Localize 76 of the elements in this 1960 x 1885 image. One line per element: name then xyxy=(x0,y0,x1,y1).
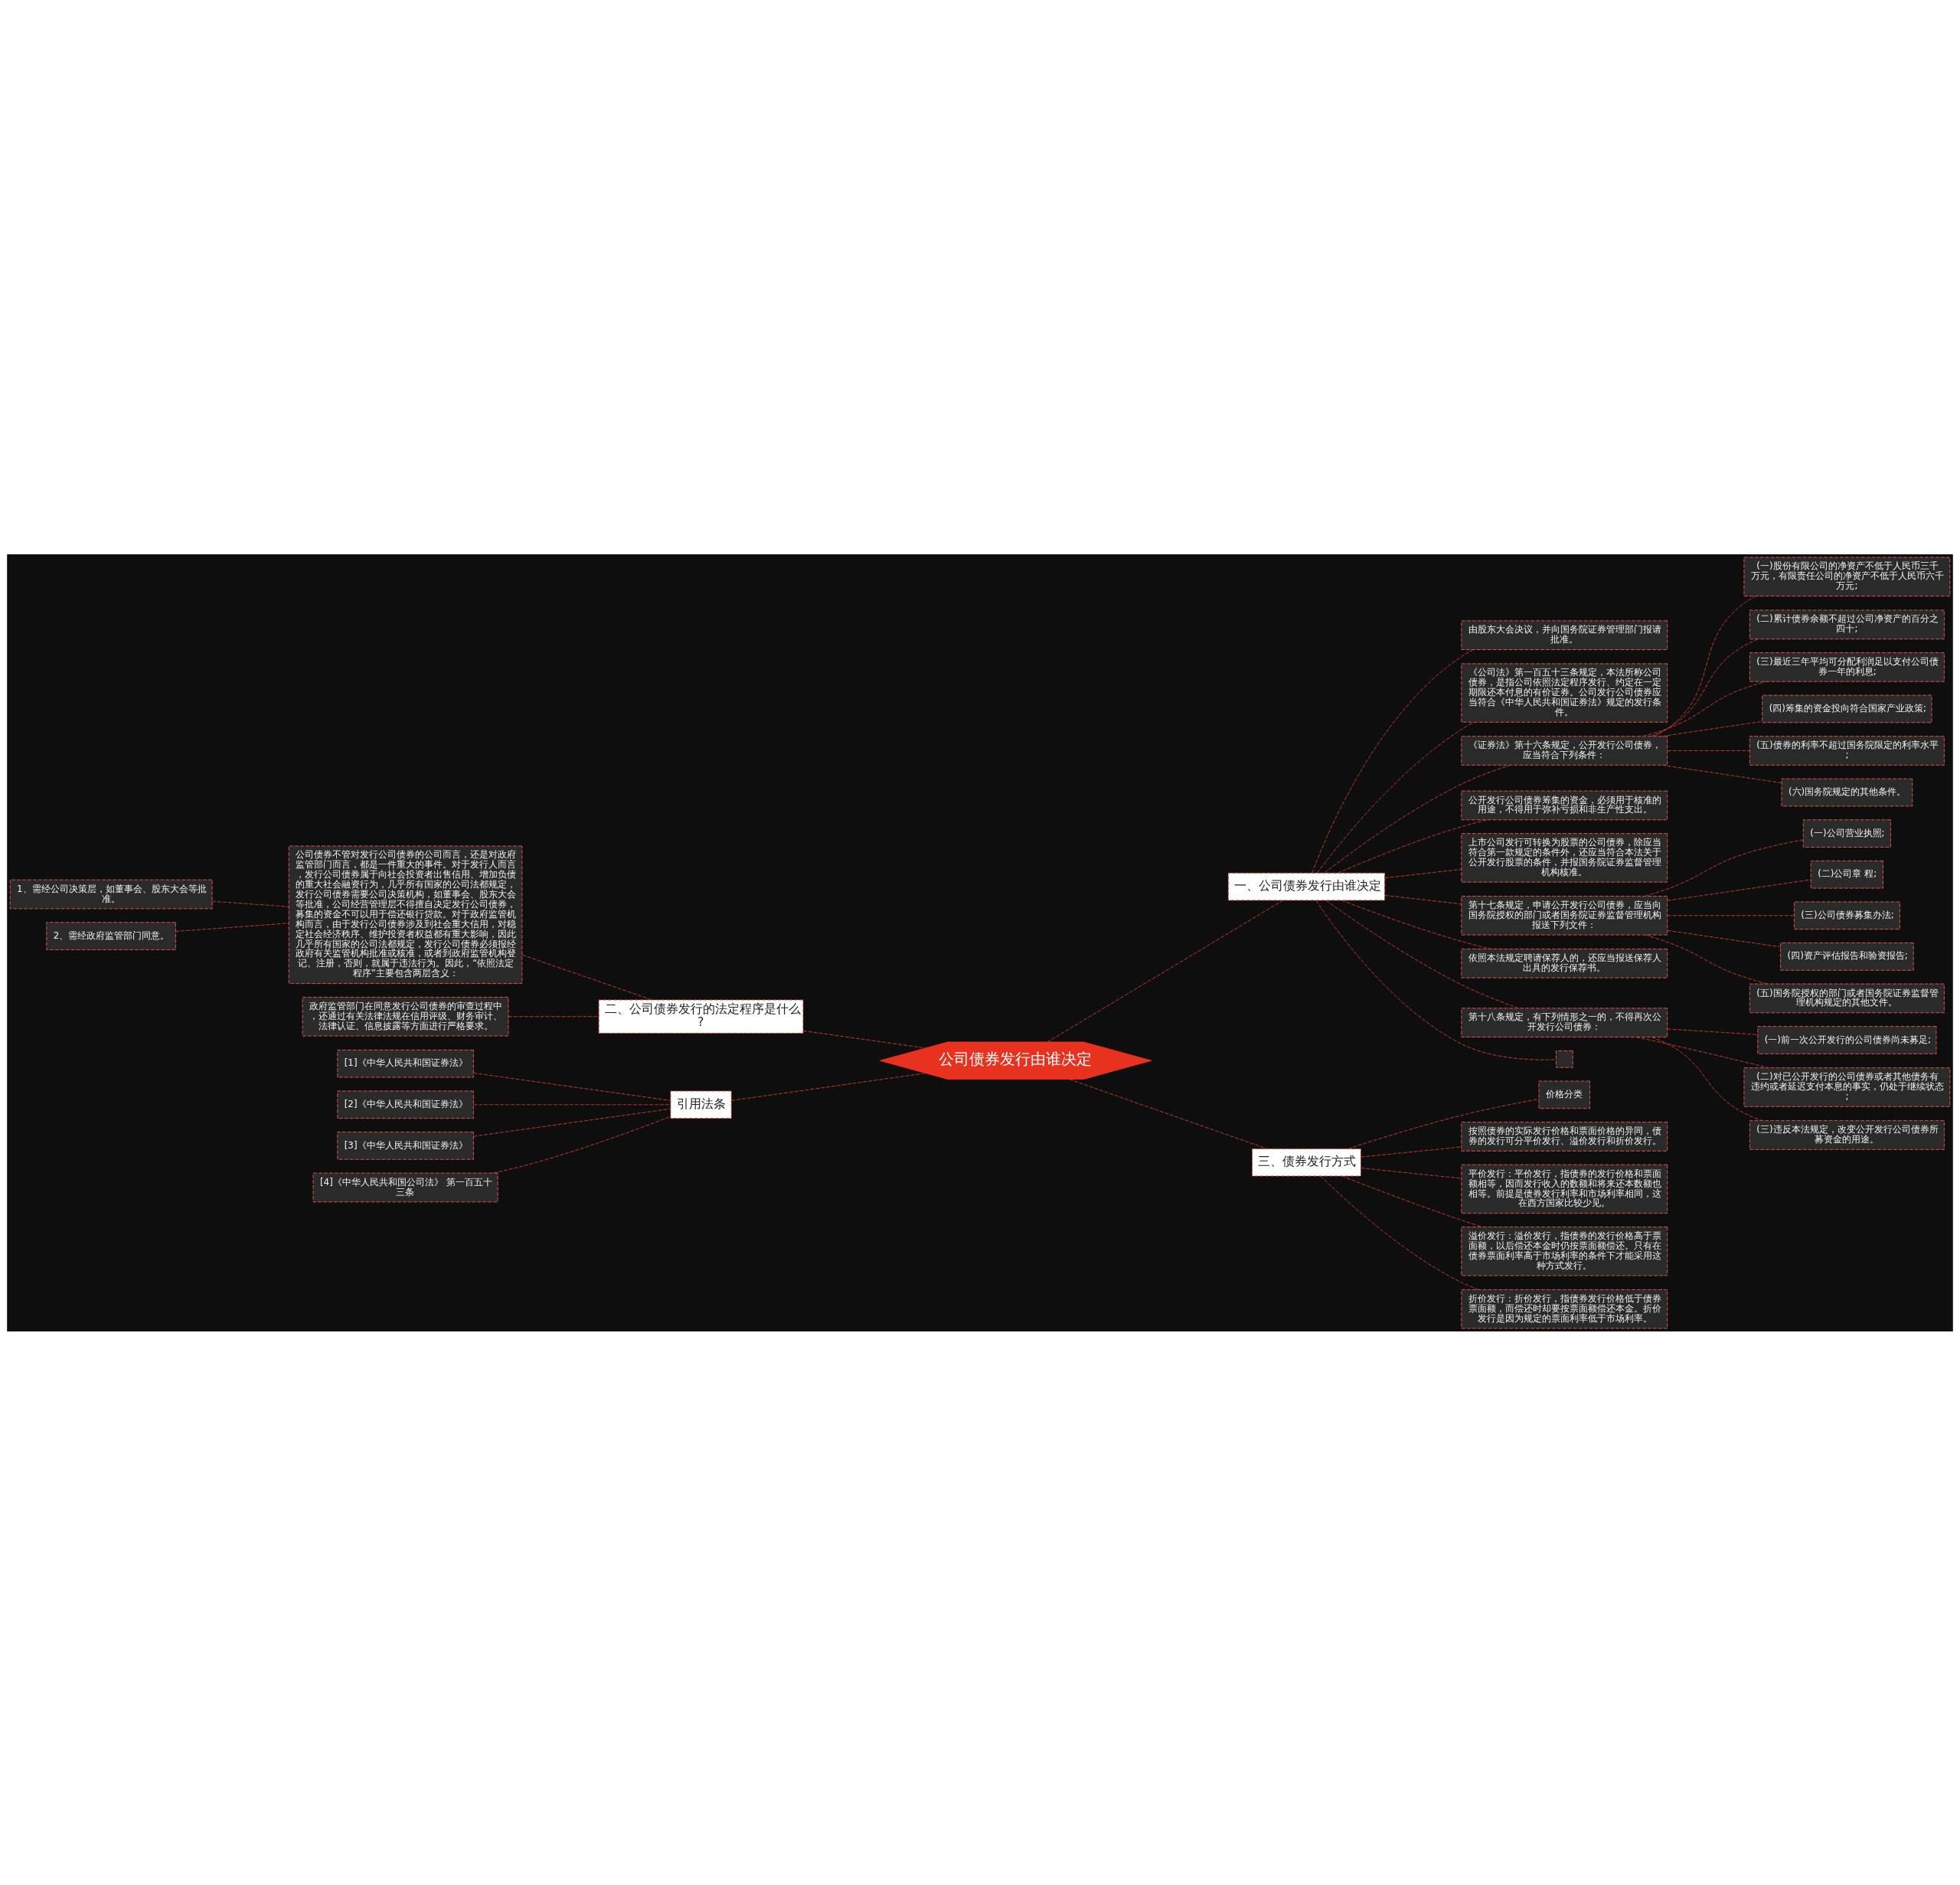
connector xyxy=(1312,648,1474,873)
node-box: (四)资产评估报告和验资报告; xyxy=(1780,942,1914,971)
connector xyxy=(1069,1078,1267,1149)
node-box: [3]《中华人民共和国证券法》 xyxy=(337,1131,474,1160)
connector xyxy=(1661,720,1763,737)
node-box: 一、公司债券发行由谁决定 xyxy=(1227,872,1386,900)
connector xyxy=(1667,1028,1759,1035)
connector xyxy=(1651,638,1759,737)
connector xyxy=(521,954,652,1000)
node-box: 由股东大会决议，并向国务院证券管理部门报请批准。 xyxy=(1461,619,1668,650)
node-box: 《证券法》第十六条规定，公开发行公司债券，应当符合下列条件： xyxy=(1461,735,1668,766)
connector xyxy=(211,900,289,907)
node-box: [4]《中华人民共和国公司法》 第一百五十三条 xyxy=(312,1172,498,1202)
node-box: 公司债券不管对发行公司债券的公司而言，还是对政府监管部门而言，都是一件重大的事件。对于发行人而言，发行公司债券属于向社会投资者出售信用、增加负债的重大社会融资行为，几乎所有国家的公司法都规定，发行公司债券需要公司决策机构，如董事会、股东大会等批准，公司经营管理层不得擅自决定发行公司债券，募集的资金不可以用于偿还银行贷款。对于政府监管机构而言，由于发行公司债券涉及到社会重大信用，对稳定社会经济秩序、维护投资者权益都有重大影响，因此几乎所有国家的公司法都规定，发行公司债券必须报经政府有关监管机构批准或核准，或者到政府监管机构登记、注册，否则，就属于违法行为。因此，“依照法定程序”主要包含两层含义： xyxy=(288,845,523,984)
node-box: [2]《中华人民共和国证券法》 xyxy=(337,1090,474,1119)
connector xyxy=(175,922,289,932)
node-box: [1]《中华人民共和国证券法》 xyxy=(337,1049,474,1078)
connector xyxy=(1667,914,1795,916)
connector xyxy=(1661,764,1782,783)
node-box: 2、需经政府监管部门同意。 xyxy=(46,921,176,950)
connector xyxy=(473,1108,671,1137)
node-box: 依照本法规定聘请保荐人的，还应当报送保荐人出具的发行保荐书。 xyxy=(1461,948,1668,978)
connector xyxy=(492,1116,671,1174)
connector xyxy=(1361,1167,1462,1179)
connector xyxy=(1667,878,1811,901)
node-box: (三)违反本法规定，改变公开发行公司债券所募资金的用途。 xyxy=(1749,1119,1945,1150)
connector xyxy=(730,1072,926,1101)
node-box: (二)累计债券余额不超过公司净资产的百分之四十; xyxy=(1749,609,1945,639)
connector xyxy=(802,1030,926,1048)
node-box: 1、需经公司决策层，如董事会、股东大会等批准。 xyxy=(9,879,213,909)
connector xyxy=(1645,838,1804,897)
connector xyxy=(1384,868,1462,878)
connector xyxy=(1635,1036,1769,1068)
connector xyxy=(1654,595,1756,737)
connector xyxy=(1317,721,1475,874)
connector xyxy=(508,1015,599,1017)
node-box: 折价发行：折价发行，指债券发行价格低于债券票面额，而偿还时却要按票面额偿还本金。折价发行是因为规定的票面利率低于市场利率。 xyxy=(1461,1289,1668,1329)
node-box: 按照债券的实际发行价格和票面价格的异同，债券的发行可分平价发行、溢价发行和折价发行。 xyxy=(1461,1121,1668,1152)
connector xyxy=(1667,929,1781,947)
node-box: (三)最近三年平均可分配利润足以支付公司债券一年的利息; xyxy=(1749,652,1945,682)
node-box: 上市公司发行可转换为股票的公司债券，除应当符合第一款规定的条件外，还应当符合本法关于公开发行股票的条件，并报国务院证券监督管理机构核准。 xyxy=(1461,832,1668,883)
node-box: 价格分类 xyxy=(1538,1080,1591,1109)
connector xyxy=(1651,1036,1762,1121)
connector xyxy=(1348,1098,1540,1149)
node-box: 三、债券发行方式 xyxy=(1252,1148,1361,1177)
node-box xyxy=(1555,1050,1573,1068)
node-box: (五)国务院授权的部门或者国务院证券监督管理机构规定的其他文件。 xyxy=(1749,983,1945,1013)
node-box: 二、公司债券发行的法定程序是什么? xyxy=(598,998,804,1034)
connector xyxy=(473,1072,671,1101)
node-box: (一)股份有限公司的净资产不低于人民币三千万元，有限责任公司的净资产不低于人民币六千万元; xyxy=(1743,556,1951,596)
connector xyxy=(1047,900,1284,1042)
connector xyxy=(1384,894,1462,904)
node-box: 第十八条规定，有下列情形之一的，不得再次公开发行公司债券： xyxy=(1461,1007,1668,1037)
connector xyxy=(473,1103,671,1105)
connector xyxy=(1361,1145,1462,1158)
node-box: 引用法条 xyxy=(670,1090,732,1119)
connector xyxy=(1645,934,1769,984)
node-box: 《公司法》第一百五十三条规定，本法所称公司债券，是指公司依照法定程序发行、约定在一定期限还本付息的有价证券。公司发行公司债券应当符合《中华人民共和国证券法》规定的发行条件。 xyxy=(1461,662,1668,723)
node-box: (四)筹集的资金投向符合国家产业政策; xyxy=(1762,694,1932,723)
node-box: (二)公司章 程; xyxy=(1810,860,1883,889)
node-box: 平价发行：平价发行，指债券的发行价格和票面额相等，因而发行收入的数额和将来还本数额也相等。前提是债券发行利率和市场利率相同，这在西方国家比较少见。 xyxy=(1461,1164,1668,1214)
node-box: (二)对已公开发行的公司债券或者其他债务有违约或者延迟支付本息的事实，仍处于继续状态; xyxy=(1743,1067,1951,1107)
node-box: 公开发行公司债券筹集的资金，必须用于核准的用途，不得用于弥补亏损和非生产性支出。 xyxy=(1461,790,1668,820)
connector xyxy=(1642,681,1766,737)
connector xyxy=(1320,1175,1479,1290)
node-box: 第十七条规定，申请公开发行公司债券，应当向国务院授权的部门或者国务院证券监督管理机构报送下列文件： xyxy=(1461,895,1668,936)
node-box: (六)国务院规定的其他条件。 xyxy=(1781,778,1913,806)
node-box: (三)公司债券募集办法; xyxy=(1793,900,1900,929)
node-box: 溢价发行：溢价发行，指债券的发行价格高于票面额，以后偿还本金时仍按票面额偿还。只有在债券票面利率高于市场利率的条件下才能采用这种方式发行。 xyxy=(1461,1226,1668,1276)
node-box: 政府监管部门在同意发行公司债券的审查过程中，还通过有关法律法规在信用评级、财务审计、法律认证、信息披露等方面进行严格要求。 xyxy=(302,996,509,1037)
node-box: (一)公司营业执照; xyxy=(1802,818,1891,848)
connector xyxy=(1315,900,1557,1060)
connector xyxy=(1667,750,1750,751)
connector xyxy=(1338,818,1488,874)
node-box: (一)前一次公开发行的公司债券尚未募足; xyxy=(1757,1025,1937,1054)
node-box: (五)债券的利率不超过国务院限定的利率水平; xyxy=(1749,735,1945,766)
